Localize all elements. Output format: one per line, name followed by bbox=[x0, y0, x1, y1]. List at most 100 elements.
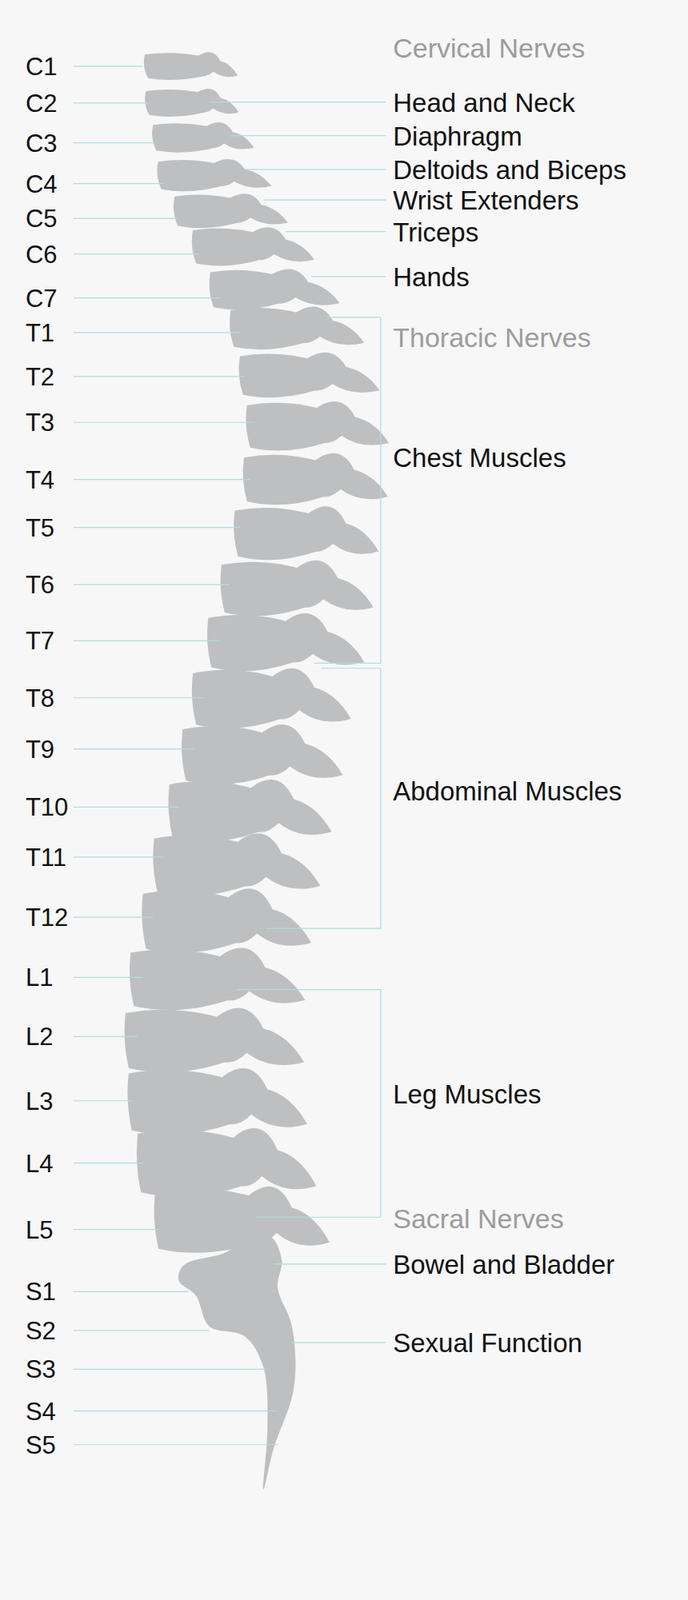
leader-line bbox=[73, 1369, 266, 1371]
leader-lines bbox=[73, 66, 386, 1446]
spinous-process bbox=[251, 780, 332, 836]
spinous-process bbox=[252, 227, 314, 262]
leader-line bbox=[73, 527, 240, 528]
leader-line bbox=[244, 168, 386, 170]
leader-line bbox=[73, 1036, 138, 1038]
vertebra-body bbox=[144, 52, 207, 80]
leader-line bbox=[73, 807, 179, 808]
bracket bbox=[380, 990, 381, 1219]
vertebra-label: T3 bbox=[25, 410, 55, 436]
vertebra-label: S3 bbox=[25, 1357, 56, 1383]
vertebra-body bbox=[136, 1130, 242, 1197]
vertebra-body bbox=[156, 160, 221, 192]
vertebra-body bbox=[129, 949, 229, 1011]
bracket bbox=[255, 1217, 381, 1219]
vertebra-label: C6 bbox=[25, 241, 58, 267]
leader-line bbox=[73, 332, 240, 333]
vertebra-label: C5 bbox=[25, 206, 58, 232]
vertebra-label: L5 bbox=[25, 1217, 53, 1243]
leader-line bbox=[73, 1163, 144, 1164]
vertebra-body bbox=[239, 353, 316, 398]
leader-line bbox=[73, 697, 204, 699]
leader-line bbox=[285, 231, 386, 232]
vertebra-label: T4 bbox=[25, 467, 55, 492]
leader-line bbox=[229, 135, 386, 136]
function-label: Bowel and Bladder bbox=[392, 1251, 615, 1278]
leader-line bbox=[73, 856, 164, 858]
vertebra-body bbox=[220, 562, 306, 617]
vertebra-label: S4 bbox=[25, 1399, 56, 1424]
leader-line bbox=[73, 65, 144, 67]
vertebra-body bbox=[243, 455, 324, 506]
vertebra-label: T11 bbox=[25, 844, 67, 870]
vertebra-label: S2 bbox=[25, 1318, 56, 1344]
function-label: Wrist Extenders bbox=[392, 187, 579, 214]
leader-line bbox=[73, 253, 200, 255]
function-label: Chest Muscles bbox=[392, 444, 566, 471]
bracket bbox=[265, 928, 381, 930]
vertebra-body bbox=[192, 670, 281, 729]
vertebra-body bbox=[141, 890, 237, 953]
vertebra-body bbox=[144, 89, 205, 117]
vertebra-label: C3 bbox=[25, 130, 58, 156]
vertebra-body bbox=[207, 615, 295, 672]
vertebra-label: T5 bbox=[25, 515, 55, 540]
vertebra-label: S5 bbox=[25, 1432, 56, 1458]
vertebra-body bbox=[233, 508, 316, 560]
spinous-process bbox=[272, 268, 340, 305]
leader-line bbox=[73, 217, 179, 219]
leader-line bbox=[73, 1229, 159, 1231]
vertebra-label: T2 bbox=[25, 364, 55, 389]
vertebra-body bbox=[209, 270, 280, 311]
spinous-process bbox=[296, 306, 364, 345]
vertebra-label: T10 bbox=[25, 795, 68, 820]
vertebra-body bbox=[173, 194, 238, 228]
bracket bbox=[314, 663, 381, 664]
vertebra-body bbox=[192, 228, 261, 267]
bracket bbox=[326, 316, 381, 318]
leader-line bbox=[73, 977, 144, 979]
vertebra-label: T6 bbox=[25, 572, 55, 598]
vertebra-body bbox=[124, 1010, 226, 1073]
spinous-process bbox=[220, 948, 306, 1004]
vertebra-label: T12 bbox=[25, 905, 68, 931]
spinous-process bbox=[308, 506, 380, 555]
leader-line bbox=[73, 422, 256, 424]
vertebrae bbox=[124, 52, 389, 1254]
function-label: Diaphragm bbox=[392, 122, 522, 149]
leader-line bbox=[73, 102, 148, 104]
leader-line bbox=[311, 276, 386, 277]
bracket bbox=[321, 668, 381, 669]
leader-line bbox=[73, 376, 245, 377]
vertebra-label: C1 bbox=[25, 53, 58, 79]
leader-line bbox=[73, 142, 154, 144]
spinous-process bbox=[228, 888, 312, 947]
vertebra-label: L1 bbox=[25, 965, 53, 991]
vertebra-body bbox=[152, 123, 215, 153]
leader-line bbox=[73, 1444, 278, 1446]
section-heading: Thoracic Nerves bbox=[392, 324, 592, 352]
vertebra-label: T9 bbox=[25, 736, 55, 762]
spinous-process bbox=[196, 88, 239, 114]
vertebra-label: S1 bbox=[25, 1280, 56, 1305]
spinous-process bbox=[233, 1128, 316, 1190]
vertebra-body bbox=[229, 308, 304, 350]
vertebra-label: L3 bbox=[25, 1088, 53, 1114]
leader-line bbox=[73, 1411, 276, 1412]
vertebra-label: T1 bbox=[25, 320, 55, 345]
spinous-process bbox=[229, 193, 288, 224]
spinous-process bbox=[297, 560, 374, 611]
spinous-process bbox=[222, 1068, 308, 1128]
leader-line bbox=[263, 199, 386, 200]
vertebra-label: T7 bbox=[25, 628, 55, 654]
function-label: Hands bbox=[392, 263, 469, 290]
leader-line bbox=[291, 1343, 387, 1344]
vertebra-label: L2 bbox=[25, 1024, 53, 1050]
vertebra-label: L4 bbox=[25, 1151, 53, 1176]
vertebra-label: T8 bbox=[25, 685, 55, 711]
leader-line bbox=[273, 1264, 386, 1265]
vertebra-body bbox=[168, 781, 260, 843]
spinous-process bbox=[307, 352, 380, 393]
spinous-process bbox=[316, 401, 389, 446]
leader-line bbox=[73, 1330, 210, 1332]
